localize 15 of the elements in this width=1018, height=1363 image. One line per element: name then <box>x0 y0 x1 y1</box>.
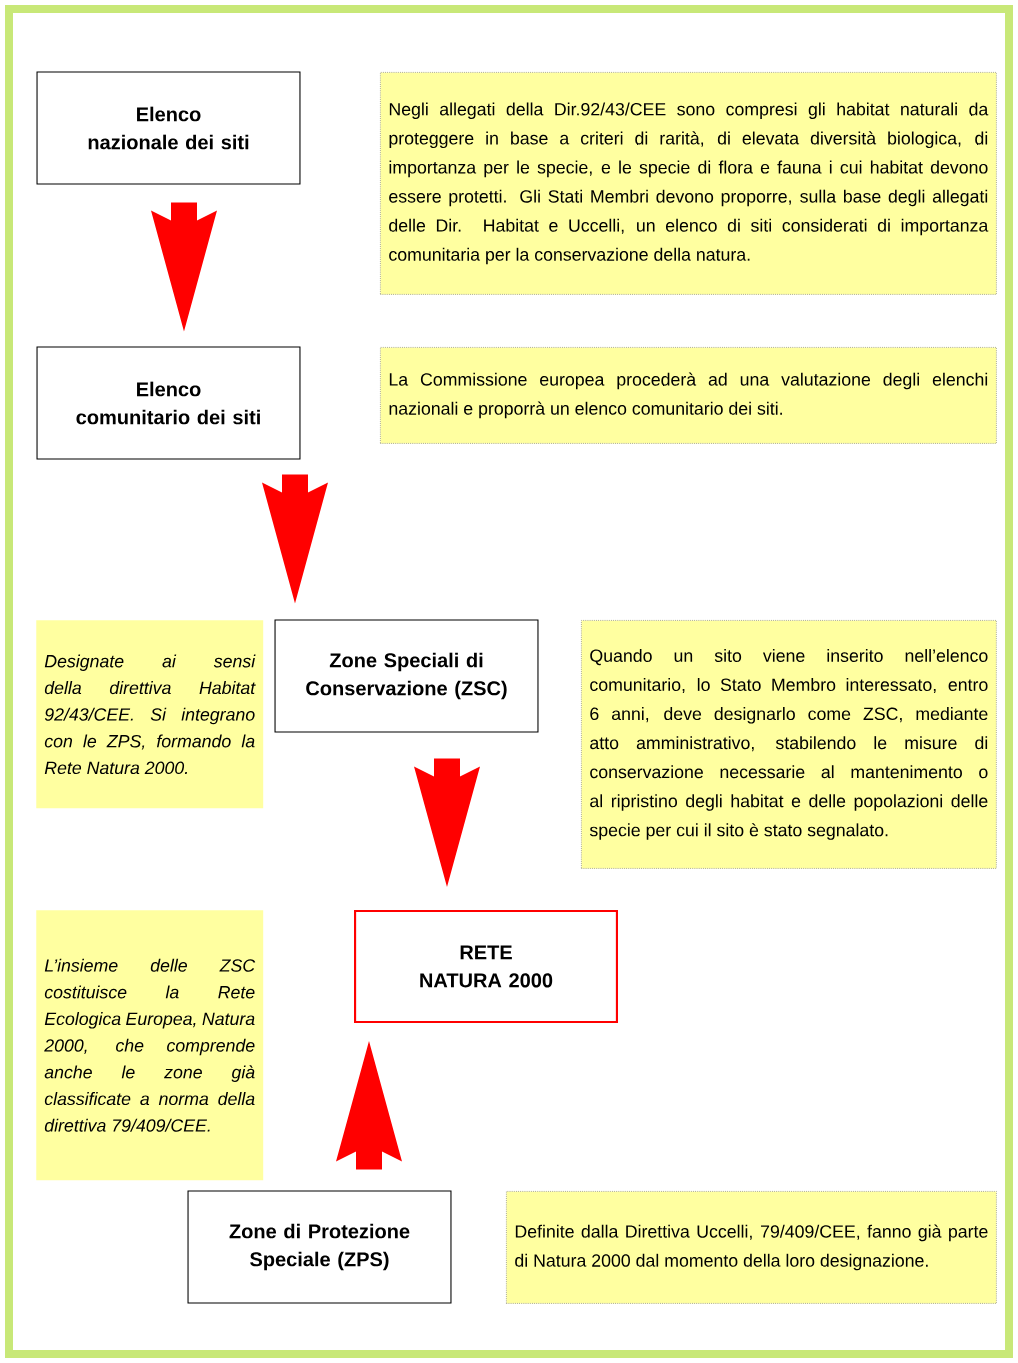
process-box: Zone Speciali di Conservazione (ZSC) <box>274 619 539 733</box>
process-box: Zone di Protezione Speciale (ZPS) <box>187 1190 452 1304</box>
note-box: Quando un sito viene inserito nell’elenco comunitario, lo Stato Membro interessato, entro 6 anni, deve designarlo come ZSC, mediante atto amministrativo, stabilendo le misure di conservazione necessarie al mantenimento o al ripristino degli habitat e delle popolazioni delle specie per cui il sito è stato segnalato. <box>581 620 997 869</box>
side-note: L’insieme delle ZSC costituisce la Rete Ecologica Europea, Natura 2000, che comprende anche le zone già classificate a norma della direttiva 79/409/CEE. <box>36 910 264 1181</box>
note-box: Definite dalla Direttiva Uccelli, 79/409/CEE, fanno già parte di Natura 2000 dal momento della loro designazione. <box>506 1191 997 1304</box>
arrow <box>262 474 328 604</box>
note-box: La Commissione europea procederà ad una valutazione degli elenchi nazionali e proporrà un elenco comunitario dei siti. <box>380 347 997 444</box>
arrow <box>151 202 217 332</box>
process-box: Elenco nazionale dei siti <box>36 71 301 185</box>
result-box: RETE NATURA 2000 <box>354 909 618 1024</box>
side-note: Designate ai sensi della direttiva Habitat 92/43/CEE. Si integrano con le ZPS, formando la Rete Natura 2000. <box>36 620 264 809</box>
process-box: Elenco comunitario dei siti <box>36 346 301 460</box>
note-box: Negli allegati della Dir.92/43/CEE sono compresi gli habitat naturali da proteggere in base a criteri di rarità, di elevata diversità biologica, di importanza per le specie, e le specie di flora e fauna i cui habitat devono essere protetti. Gli Stati Membri devono proporre, sulla base degli allegati delle Dir. Habitat e Uccelli, un elenco di siti considerati di importanza comunitaria per la conservazione della natura. <box>380 72 997 295</box>
arrow <box>414 758 480 887</box>
arrow <box>336 1041 402 1170</box>
